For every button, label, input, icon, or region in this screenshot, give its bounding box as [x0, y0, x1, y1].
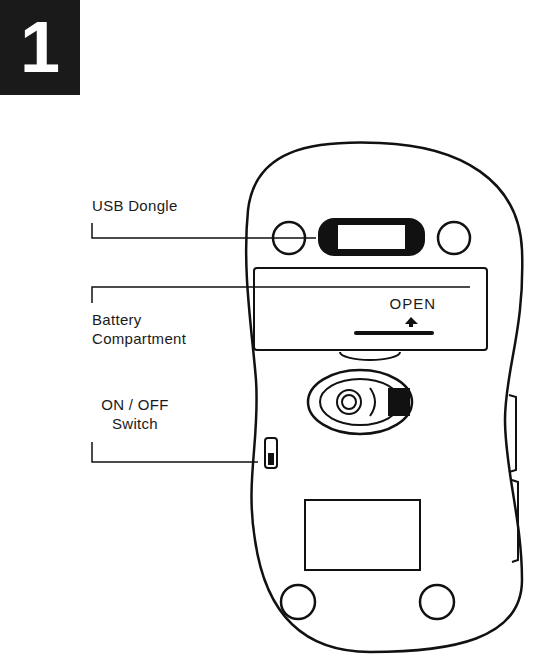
battery-cover: OPEN	[253, 267, 488, 351]
leader-line	[92, 442, 258, 462]
usb-dongle	[318, 218, 425, 256]
cover-notch	[340, 352, 400, 360]
part-label: Battery Compartment	[92, 310, 212, 348]
foot-pad	[420, 585, 454, 619]
part-label: USB Dongle	[92, 196, 242, 215]
step-number: 1	[0, 4, 80, 90]
foot-pad	[438, 222, 470, 254]
switch-body	[265, 438, 277, 468]
sensor-lens	[337, 390, 361, 414]
bottom-label-plate	[305, 500, 420, 570]
step-number-box: 1	[0, 0, 80, 95]
open-label: OPEN	[255, 295, 486, 313]
leader-line	[92, 223, 316, 238]
cover-slot	[356, 331, 432, 335]
sensor-block	[388, 388, 410, 416]
mouse-outline	[246, 143, 522, 652]
sensor-lens-inner	[342, 395, 356, 409]
sensor-arc	[370, 388, 375, 416]
sensor-outer	[308, 370, 412, 434]
foot-pad	[281, 585, 315, 619]
usb-dongle-plug	[338, 225, 405, 249]
open-arrow	[405, 317, 418, 327]
side-notches	[509, 395, 518, 562]
switch-slider	[268, 453, 274, 465]
part-label: ON / OFF Switch	[80, 395, 190, 433]
